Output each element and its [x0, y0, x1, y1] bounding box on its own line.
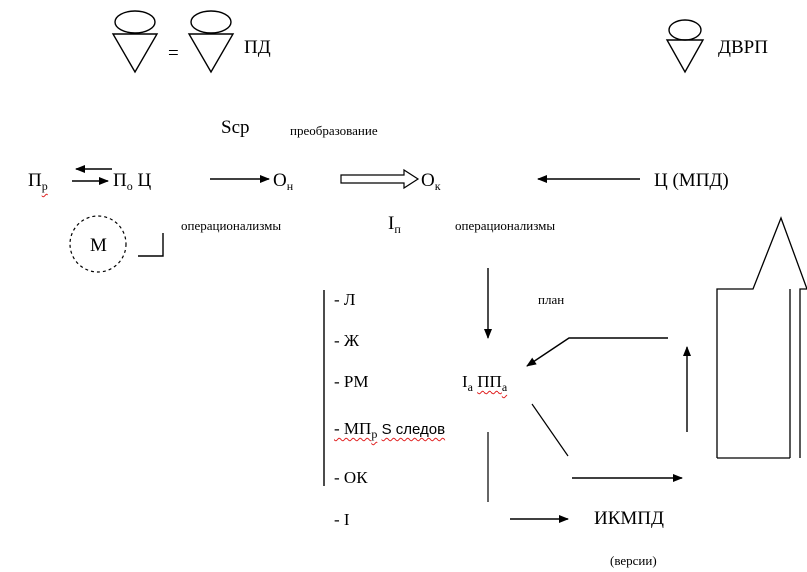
dashed-circle-m [69, 215, 127, 273]
pd-symbol-2 [187, 10, 235, 74]
list-item-l: - Л [334, 290, 356, 309]
ok-sub: к [434, 179, 441, 193]
mp-main: - МП [334, 419, 372, 438]
operacionalizmy-left: операционализмы [181, 218, 282, 233]
equals-sign: = [168, 43, 179, 64]
c-mpd-label: Ц (МПД) [654, 170, 729, 191]
ip-main: I [388, 213, 395, 234]
po-sub: о [126, 179, 133, 193]
pd-symbol-1 [111, 10, 159, 74]
pr-sub: р [41, 179, 48, 193]
versii-label: (версии) [610, 553, 657, 568]
pr-main: П [28, 170, 42, 191]
bracket-near-m [138, 233, 164, 257]
pp-sub: а [501, 380, 508, 394]
line-ia-diagonal [531, 403, 569, 457]
po-main: П [113, 170, 127, 191]
pd-label: ПД [244, 37, 271, 58]
ok-label: Ок [421, 171, 441, 192]
on-main: О [273, 170, 287, 191]
list-item-i: - I [334, 510, 350, 529]
dvrp-label: ДВРП [718, 37, 768, 58]
ip-sub: п [394, 222, 401, 236]
s-sledov: S следов [381, 421, 446, 438]
hollow-arrow-on-to-ok [340, 168, 420, 190]
ok-main: О [421, 170, 435, 191]
po-c-label: По Ц [113, 171, 151, 192]
ia-ppa-label: Iа ППа [462, 373, 507, 393]
on-label: Он [273, 171, 293, 192]
on-sub: н [286, 179, 294, 193]
pr-label: Пр [28, 171, 48, 192]
plan-label: план [538, 292, 565, 307]
list-item-mp: - МПр S следов [334, 420, 445, 440]
scp-label: Scp [221, 117, 250, 138]
ia-sub: а [467, 380, 473, 394]
ia-main: I [462, 372, 468, 391]
po-c: Ц [137, 170, 152, 191]
preobrazovanie-label: преобразование [290, 123, 378, 138]
big-hollow-arrow [716, 216, 807, 458]
ikmpd-label: ИКМПД [594, 508, 664, 529]
operacionalizmy-right: операционализмы [455, 218, 556, 233]
ip-label: Iп [388, 214, 401, 235]
circle-m-label: М [90, 235, 107, 256]
mp-sub: р [371, 427, 378, 441]
pp-main: ПП [477, 372, 502, 391]
list-item-zh: - Ж [334, 331, 360, 350]
arrow-feedback-to-ia [526, 337, 668, 367]
list-item-rm: - РМ [334, 372, 369, 391]
dvrp-symbol [665, 19, 705, 74]
list-item-ok: - ОК [334, 468, 368, 487]
